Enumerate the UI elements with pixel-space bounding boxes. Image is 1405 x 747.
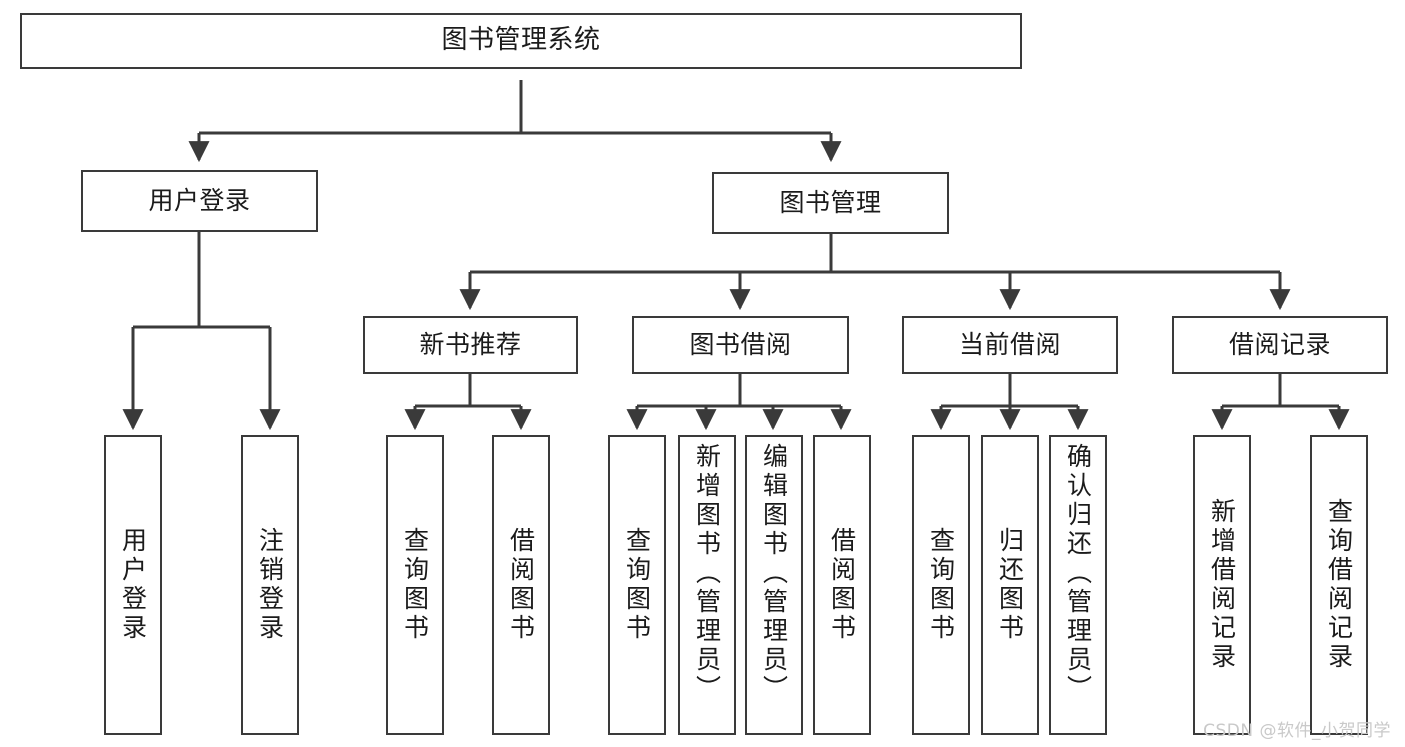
node-label: 借阅图书 [506,527,536,643]
node-book-management[interactable]: 图书管理 [712,172,949,234]
node-leaf-query-borrow-record[interactable]: 查询借阅记录 [1310,435,1368,735]
node-label: 用户登录 [118,527,148,643]
node-book-borrow[interactable]: 图书借阅 [632,316,849,374]
node-leaf-user-logout[interactable]: 注销登录 [241,435,299,735]
node-leaf-query-book-1[interactable]: 查询图书 [386,435,444,735]
node-user-login[interactable]: 用户登录 [81,170,318,232]
node-leaf-user-login[interactable]: 用户登录 [104,435,162,735]
node-leaf-return-book[interactable]: 归还图书 [981,435,1039,735]
node-leaf-query-book-3[interactable]: 查询图书 [912,435,970,735]
node-label: 编辑图书（管理员） [759,443,789,704]
node-label: 图书管理 [779,188,882,217]
node-label: 借阅记录 [1228,330,1331,359]
watermark-text: CSDN @软件_小贺同学 [1203,721,1391,741]
node-root-book-management-system[interactable]: 图书管理系统 [20,13,1022,69]
node-label: 借阅图书 [827,527,857,643]
node-label: 当前借阅 [958,330,1061,359]
node-label: 归还图书 [995,527,1025,643]
node-leaf-edit-book[interactable]: 编辑图书（管理员） [745,435,803,735]
node-borrow-record[interactable]: 借阅记录 [1172,316,1388,374]
node-current-borrow[interactable]: 当前借阅 [902,316,1118,374]
node-label: 查询图书 [926,527,956,643]
node-leaf-add-borrow-record[interactable]: 新增借阅记录 [1193,435,1251,735]
node-leaf-query-book-2[interactable]: 查询图书 [608,435,666,735]
node-label: 查询借阅记录 [1324,498,1354,672]
node-leaf-add-book[interactable]: 新增图书（管理员） [678,435,736,735]
node-label: 新书推荐 [419,330,522,359]
node-label: 查询图书 [622,527,652,643]
node-leaf-confirm-return[interactable]: 确认归还（管理员） [1049,435,1107,735]
node-new-book-recommendation[interactable]: 新书推荐 [363,316,578,374]
node-label: 图书管理系统 [441,25,601,56]
node-label: 注销登录 [255,527,285,643]
node-label: 新增借阅记录 [1207,498,1237,672]
node-label: 确认归还（管理员） [1063,443,1093,704]
node-leaf-borrow-book-2[interactable]: 借阅图书 [813,435,871,735]
node-label: 新增图书（管理员） [692,443,722,704]
node-label: 查询图书 [400,527,430,643]
node-label: 用户登录 [148,186,251,215]
node-label: 图书借阅 [689,330,792,359]
node-leaf-borrow-book-1[interactable]: 借阅图书 [492,435,550,735]
